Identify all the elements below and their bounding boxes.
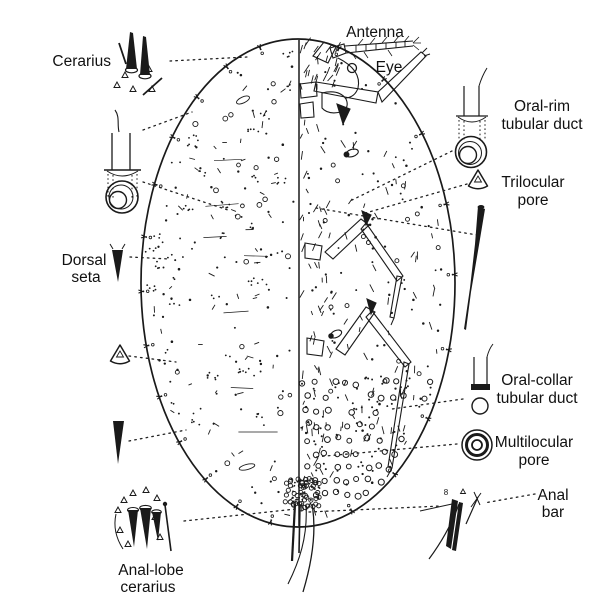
label-anal-lobe-2: cerarius — [120, 579, 175, 596]
posterior-spiracle — [328, 329, 343, 339]
trilocular-icon — [467, 169, 489, 190]
label-oral-rim-1: Oral-rim — [514, 98, 570, 115]
left-lower-seta-icon — [113, 421, 124, 464]
appendages — [287, 35, 431, 593]
label-anal-bar-count: 8 — [444, 488, 449, 497]
hind-coxa — [306, 337, 325, 357]
leader-oral-rim — [347, 150, 453, 203]
callout-icons — [104, 32, 494, 560]
leader-cerarius — [169, 56, 248, 62]
leader-trilocular — [361, 183, 468, 215]
mouthparts — [299, 81, 351, 126]
oral-collar-duct-icon — [471, 343, 494, 415]
leader-ventral-seta — [315, 207, 478, 236]
hind-leg — [306, 298, 412, 478]
eye-drawing — [346, 62, 358, 74]
leader-anal-bar-label — [483, 493, 536, 504]
leader-multilocular — [314, 443, 458, 458]
antenna-setae — [351, 35, 421, 60]
leader-left-trilocular — [128, 355, 177, 363]
left-trilocular-icon — [109, 344, 131, 365]
leader-to-anal-bar — [308, 505, 442, 513]
hind-femur — [335, 306, 376, 356]
leader-anal-lobe-cerarius — [183, 508, 297, 522]
labels: Cerarius Antenna Eye Oral-rim tubular du… — [52, 24, 583, 596]
label-antenna: Antenna — [346, 24, 404, 41]
anterior-spiracle — [343, 148, 359, 158]
head-outline — [337, 57, 360, 99]
front-tibia — [377, 51, 427, 103]
label-oral-rim-2: tubular duct — [502, 116, 584, 133]
label-anal-lobe-1: Anal-lobe — [118, 562, 184, 579]
leader-lines — [128, 56, 536, 522]
label-trilocular-1: Trilocular — [501, 174, 564, 191]
label-cerarius: Cerarius — [52, 53, 111, 70]
label-dorsal-seta-2: seta — [71, 269, 101, 286]
leader-dorsal-seta — [129, 256, 170, 260]
front-claw — [421, 47, 431, 57]
label-multilocular-2: pore — [518, 452, 549, 469]
anal-lobe-cerarius-icon — [114, 485, 172, 552]
label-anal-bar-1: Anal — [537, 487, 568, 504]
antenna-segments — [355, 42, 406, 52]
anal-bar-icon — [419, 488, 482, 560]
hind-tibia — [365, 310, 412, 368]
leader-left-seta — [128, 429, 187, 442]
body-ellipse — [140, 38, 456, 528]
left-oral-rim-duct-icon — [104, 109, 141, 214]
mid-femur — [324, 218, 370, 260]
hind-tarsus — [387, 361, 410, 469]
mid-claw — [390, 317, 395, 326]
dorsal-seta-icon — [109, 243, 126, 282]
label-anal-bar-2: bar — [542, 504, 564, 521]
multilocular-pore-icon — [461, 429, 493, 461]
mid-tarsus — [389, 275, 403, 319]
antenna-drawing — [312, 35, 421, 64]
ventral-seta-icon — [464, 205, 485, 330]
oral-rim-duct-icon — [454, 67, 488, 169]
antenna-scape — [312, 41, 337, 64]
ventral-texture — [299, 37, 443, 518]
front-coxae — [299, 81, 318, 119]
front-leg — [313, 47, 431, 104]
label-trilocular-2: pore — [517, 192, 548, 209]
cerarius-icon — [113, 32, 163, 96]
label-dorsal-seta-1: Dorsal — [62, 252, 107, 269]
anal-setae — [287, 503, 315, 593]
label-oral-collar-1: Oral-collar — [501, 372, 572, 389]
mid-tibia — [360, 222, 404, 282]
mid-coxa — [304, 242, 323, 261]
hind-claw — [386, 467, 393, 478]
front-femur — [313, 81, 379, 104]
label-eye: Eye — [376, 59, 403, 76]
margin-cerarii — [138, 44, 458, 526]
labium — [336, 103, 351, 126]
dorsal-texture — [144, 50, 295, 516]
body-outline — [140, 38, 456, 528]
leader-oral-collar — [391, 398, 464, 410]
antenna-flagellum — [344, 40, 414, 54]
label-oral-collar-2: tubular duct — [497, 390, 579, 407]
hind-knee-claw — [366, 298, 377, 316]
label-multilocular-1: Multilocular — [495, 434, 573, 451]
middle-leg — [304, 210, 404, 326]
multilocular-field — [282, 375, 434, 512]
